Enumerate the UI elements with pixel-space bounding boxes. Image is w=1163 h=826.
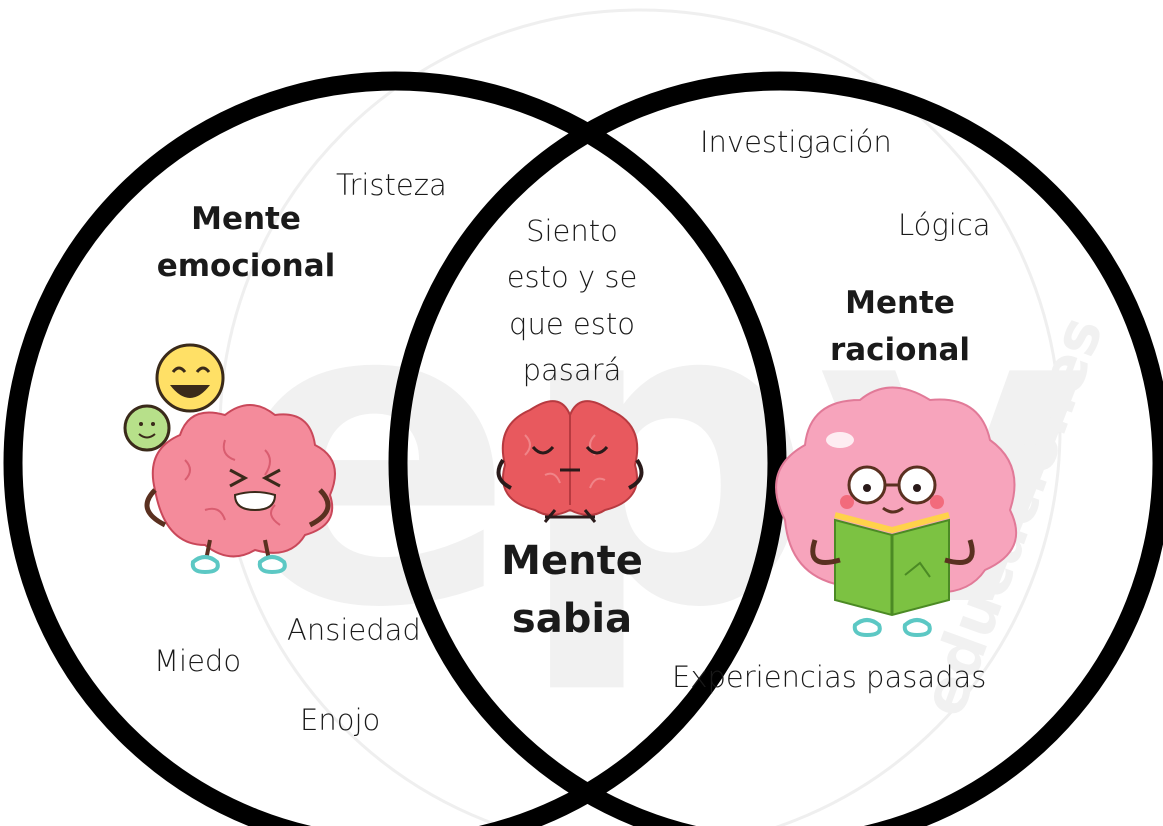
title-line: Mente (501, 538, 643, 584)
title-line: sabia (511, 596, 633, 642)
statement-line: pasará (522, 353, 622, 388)
word-logica: Lógica (898, 208, 991, 242)
right-circle (388, 71, 1163, 826)
word-investigacion: Investigación (700, 125, 892, 159)
highlight (826, 432, 854, 448)
title-line: emocional (156, 247, 336, 284)
word-enojo: Enojo (300, 703, 381, 737)
smiley-green-icon (123, 404, 171, 452)
statement-line: que esto (509, 306, 635, 341)
word-miedo: Miedo (154, 644, 242, 678)
rational-mind-title: Mente racional (800, 280, 1000, 373)
brain-body (144, 404, 336, 575)
title-line: racional (829, 331, 971, 368)
book-icon (834, 512, 950, 617)
emotional-brain-illustration (123, 343, 336, 575)
statement-line: esto y se (506, 260, 638, 295)
title-line: Mente (845, 285, 955, 321)
wise-mind-statement: Siento esto y se que esto pasará (487, 208, 657, 394)
wise-brain-illustration (496, 400, 644, 523)
title-line: Mente (191, 201, 301, 237)
smiley-yellow-icon (155, 343, 225, 413)
emotional-mind-title: Mente emocional (148, 196, 344, 289)
statement-line: Siento (526, 214, 618, 248)
word-tristeza: Tristeza (336, 168, 447, 202)
word-ansiedad: Ansiedad (287, 613, 421, 647)
rational-brain-illustration (775, 386, 1018, 638)
left-circle (3, 71, 787, 826)
glasses-icon (847, 465, 937, 505)
word-experiencias-pasadas: Experiencias pasadas (672, 660, 987, 694)
wise-mind-title: Mente sabia (487, 532, 657, 648)
